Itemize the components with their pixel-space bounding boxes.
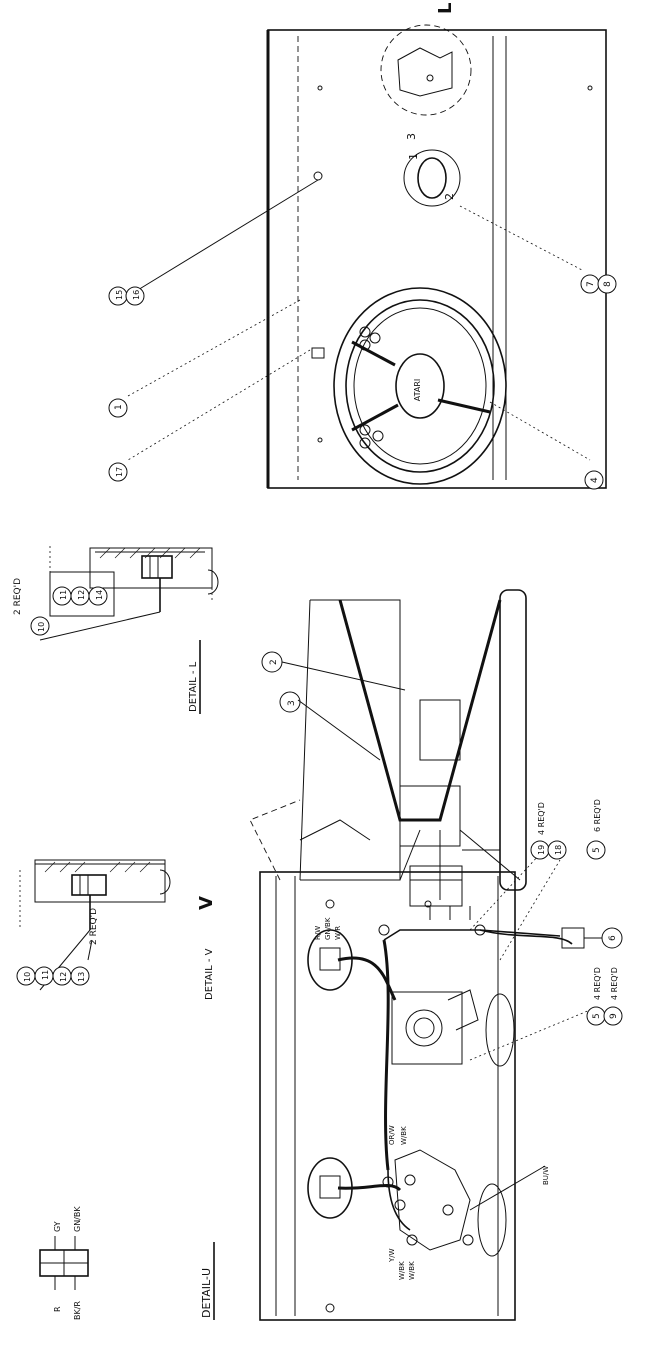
callout-18: 18 [554, 845, 563, 855]
top-callouts: 15 16 1 17 7 8 4 [108, 274, 617, 490]
callout-17: 17 [115, 467, 124, 477]
selector-switch [403, 149, 461, 207]
qty-note-19: 4 REQ'D [537, 802, 546, 835]
callout-13-v: 13 [77, 972, 86, 982]
detail-v-fastener [71, 874, 107, 896]
callout-3: 3 [287, 700, 297, 706]
wire-label-buw: BU/W [542, 1166, 550, 1185]
pot-assembly [394, 1149, 471, 1251]
detail-v-section [19, 859, 171, 991]
switch-position-3: 3 [405, 133, 418, 140]
callout-2: 2 [269, 659, 279, 665]
wire-label-r: R [53, 1306, 62, 1312]
detail-l-callouts: 10 11 12 14 2 REQ'D DETAIL - L [13, 571, 201, 714]
callout-12-l: 12 [77, 590, 86, 600]
detail-l-section [39, 546, 219, 641]
wire-label-wbk-2: W/BK [398, 1261, 406, 1280]
switch-bezel-right [307, 929, 353, 991]
detail-u-callouts: 19 18 4 REQ'D 5 6 REQ'D 6 5 9 4 REQ'D 4 … [469, 799, 623, 1061]
output-plug [561, 927, 585, 949]
wire-label-yw: Y/W [388, 1248, 396, 1263]
qty-note-6: 6 REQ'D [593, 799, 602, 832]
switch-position-1: 1 [407, 153, 420, 160]
wire-label-wbk-3: W/BK [408, 1261, 416, 1280]
callout-4: 4 [590, 477, 600, 483]
callout-10-v: 10 [23, 972, 32, 982]
wire-connector: GY GN/BK R BK/R [39, 1206, 89, 1320]
callout-12-v: 12 [59, 972, 68, 982]
detail-v-callouts: 10 11 12 13 2 REQ'D DETAIL - V V [16, 896, 217, 1000]
steering-hub [395, 353, 445, 419]
detail-l-qty-note: 2 REQ'D [13, 578, 23, 615]
callout-10-l: 10 [37, 622, 46, 632]
column-callouts: 2 3 [261, 651, 406, 761]
detail-v-qty-note: 2 REQ'D [89, 908, 99, 945]
steering-wheel-rim [333, 287, 507, 485]
wire-label-gnbk: GN/BK [324, 917, 332, 940]
steering-column-side [249, 589, 527, 920]
callout-5-top: 5 [592, 847, 602, 853]
detail-v-title: DETAIL - V [204, 948, 215, 1000]
detail-u-title: DETAIL-U [200, 1268, 213, 1318]
detail-l-fastener [141, 555, 173, 579]
callout-16: 16 [132, 290, 141, 300]
steering-panel-view: ATARI 1 2 3 L [266, 3, 607, 489]
detail-u-label: DETAIL-U [200, 1242, 215, 1320]
wire-label-bkr: BK/R [73, 1301, 82, 1320]
steering-wheel-edge [499, 589, 527, 891]
callout-14-l: 14 [95, 590, 104, 600]
detail-u-wire-labels: R/W GN/BK W/R OR/W W/BK Y/W W/BK W/BK BU… [314, 917, 550, 1280]
qty-note-9: 4 REQ'D [610, 967, 619, 1000]
callout-19: 19 [537, 845, 546, 855]
wire-label-gnbk-connector: GN/BK [73, 1206, 82, 1232]
wire-label-orw: OR/W [388, 1125, 396, 1145]
motor-assembly [391, 991, 463, 1065]
detail-l-title: DETAIL - L [188, 661, 199, 712]
leaders-top [127, 179, 591, 461]
wire-label-wbk-1: W/BK [400, 1126, 408, 1145]
callout-5-bottom: 5 [592, 1013, 602, 1019]
detail-l-reference-circle [380, 24, 472, 116]
detail-l-reference-letter: L [435, 3, 456, 14]
callout-11-v: 11 [41, 970, 50, 980]
callout-1: 1 [114, 404, 124, 410]
callout-7: 7 [586, 281, 596, 287]
detail-u-panel [259, 871, 585, 1321]
panel-screw-hole [313, 171, 323, 181]
detail-v-letter: V [196, 896, 217, 910]
callout-11-l: 11 [59, 590, 68, 600]
callout-8: 8 [603, 281, 613, 287]
qty-note-5: 4 REQ'D [593, 967, 602, 1000]
callout-15: 15 [115, 290, 124, 300]
switch-position-2: 2 [443, 193, 456, 200]
wire-label-rw: R/W [314, 926, 322, 940]
callout-6: 6 [608, 935, 618, 941]
callout-9: 9 [609, 1013, 619, 1019]
wire-label-wr: W/R [334, 926, 342, 940]
hub-logo-text: ATARI [413, 379, 422, 402]
wire-label-gy: GY [53, 1221, 62, 1232]
